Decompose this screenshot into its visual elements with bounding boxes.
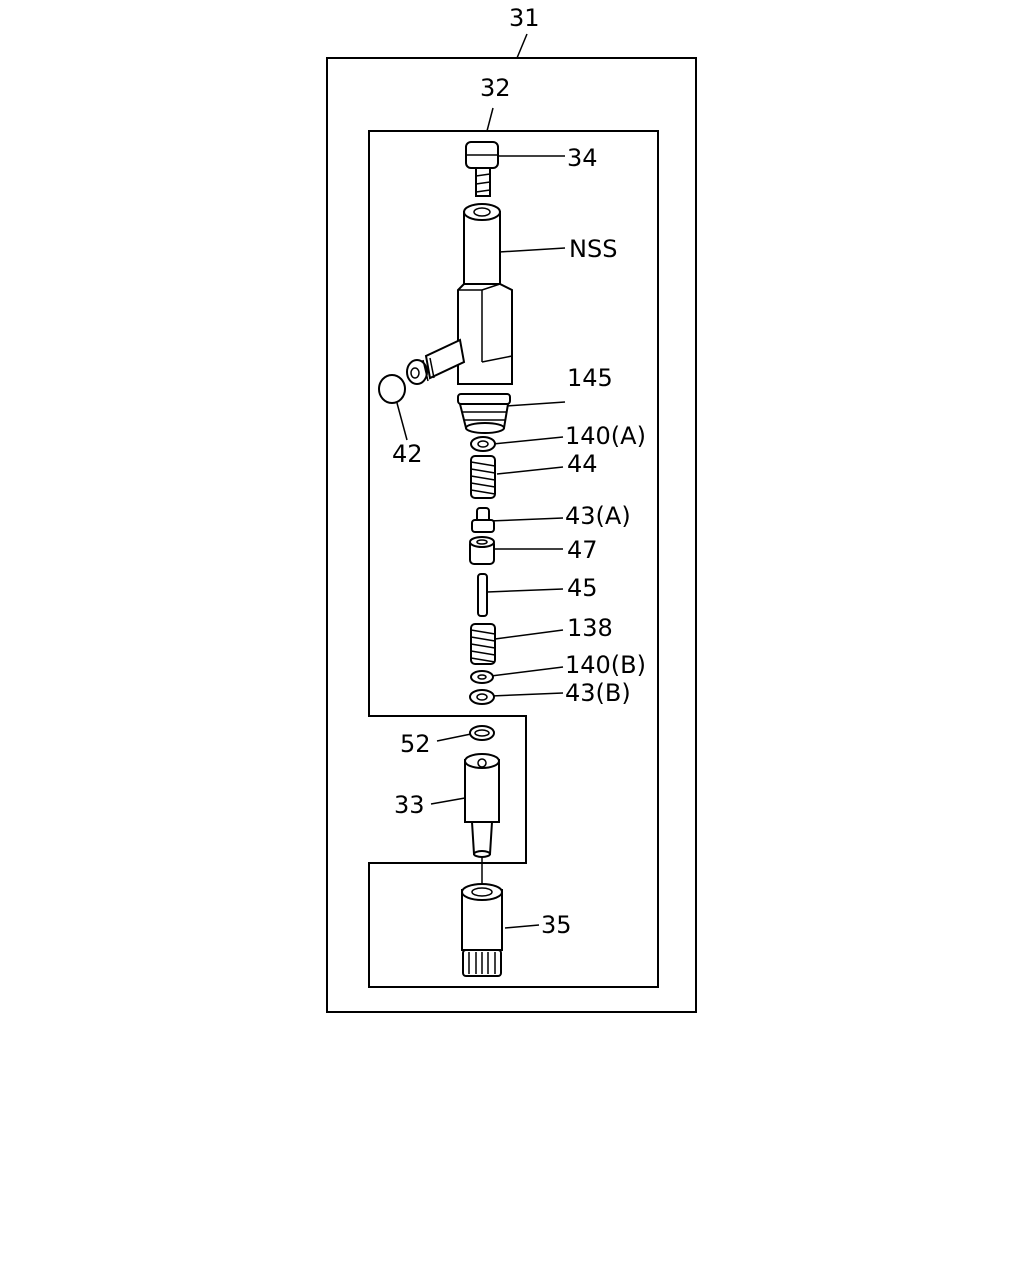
spacer-part	[469, 536, 495, 565]
gasket-ring-part	[469, 725, 495, 741]
callout-140b: 140(B)	[565, 651, 646, 679]
shim-b-part	[469, 689, 495, 705]
push-rod-part	[477, 573, 488, 617]
callout-33: 33	[394, 791, 425, 819]
o-ring-part	[378, 374, 406, 404]
spring-lower-part	[470, 623, 496, 665]
callout-31: 31	[509, 4, 540, 32]
washer-b-part	[470, 670, 494, 684]
callout-42: 42	[392, 440, 423, 468]
spring-seat-a-part	[471, 507, 495, 533]
callout-145: 145	[567, 364, 613, 392]
cap-bolt-part	[465, 141, 499, 197]
callout-52: 52	[400, 730, 431, 758]
retaining-nut-part	[461, 883, 503, 977]
callout-140a: 140(A)	[565, 422, 646, 450]
callout-45: 45	[567, 574, 598, 602]
callout-32: 32	[480, 74, 511, 102]
washer-a-part	[470, 436, 496, 452]
callout-44: 44	[567, 450, 598, 478]
assembly-frame-outer	[326, 57, 697, 1013]
callout-34: 34	[567, 144, 598, 172]
spring-upper-part	[470, 455, 496, 499]
callout-138: 138	[567, 614, 613, 642]
assembly-frame-inner	[368, 130, 659, 988]
leader-lines	[396, 33, 566, 929]
injector-body-part	[406, 203, 513, 434]
callout-43a: 43(A)	[565, 502, 631, 530]
callout-43b: 43(B)	[565, 679, 631, 707]
callout-nss: NSS	[569, 235, 617, 263]
callout-47: 47	[567, 536, 598, 564]
nozzle-part	[464, 753, 500, 858]
callout-35: 35	[541, 911, 572, 939]
